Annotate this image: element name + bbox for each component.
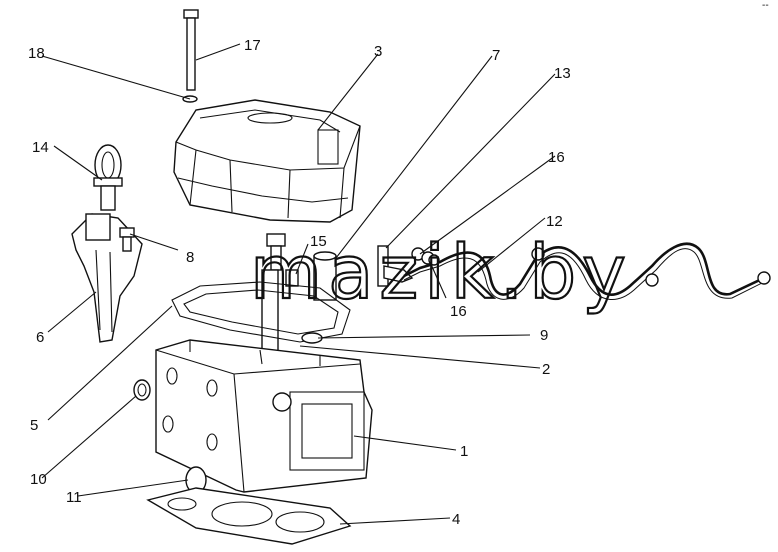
part-12-return-pipe [403, 242, 771, 300]
callout-11: 11 [66, 489, 82, 506]
part-7-nozzle [313, 251, 337, 301]
callout-6: 6 [36, 329, 44, 346]
callouts: 1 2 3 4 5 6 7 8 9 10 11 12 13 14 15 16 1… [28, 37, 571, 528]
callout-15: 15 [310, 233, 327, 250]
callout-3: 3 [374, 43, 382, 60]
part-10-plug [133, 379, 151, 401]
callout-16-b: 16 [450, 303, 467, 320]
callout-10: 10 [30, 471, 47, 488]
callout-18: 18 [28, 45, 45, 62]
part-1-cylinder-head [155, 339, 373, 493]
callout-5: 5 [30, 417, 38, 434]
part-17-bolt [183, 9, 199, 91]
part-13-fitting [377, 245, 414, 287]
callout-9: 9 [540, 327, 548, 344]
corner-mark: -- [762, 0, 769, 11]
callout-2: 2 [542, 361, 550, 378]
callout-12: 12 [546, 213, 563, 230]
callout-7: 7 [492, 47, 500, 64]
callout-8: 8 [186, 249, 194, 266]
part-14-lifting-eye [93, 144, 123, 211]
part-3-valve-cover [173, 99, 361, 223]
callout-1: 1 [460, 443, 468, 460]
callout-16: 16 [548, 149, 565, 166]
callout-17: 17 [244, 37, 261, 54]
callout-14: 14 [32, 139, 49, 156]
part-8-bolt [119, 227, 135, 252]
callout-13: 13 [554, 65, 571, 82]
callout-4: 4 [452, 511, 460, 528]
part-5-cover-gasket [171, 281, 351, 343]
part-4-head-gasket [146, 487, 352, 545]
watermark-text: mazik.by [250, 230, 632, 316]
leader-lines [41, 43, 556, 525]
